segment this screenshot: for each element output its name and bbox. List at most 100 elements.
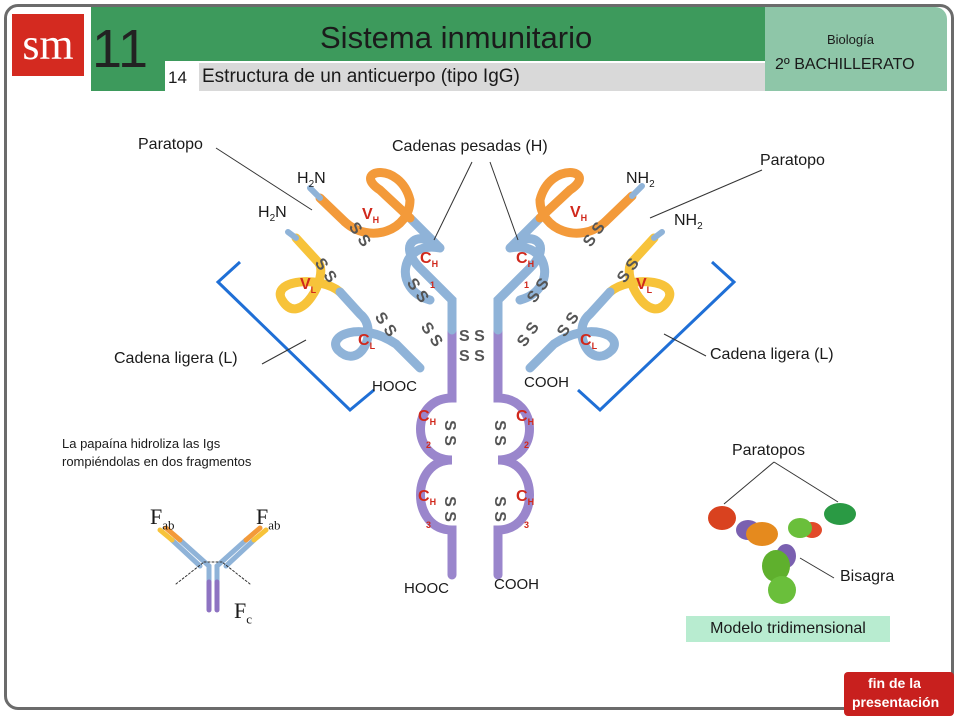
papain-note-line1: La papaína hidroliza las Igs (62, 436, 221, 451)
label-bisagra: Bisagra (840, 568, 895, 585)
sm-logo: sm (12, 14, 84, 76)
label-nh2-heavy: NH2 (626, 170, 655, 191)
light-chain-left-end (285, 229, 299, 241)
model-fc-lower (768, 576, 796, 604)
domain-ch3-left-number: 3 (426, 520, 432, 530)
mini-fab-right-tip2 (251, 527, 269, 543)
heavy-chain-left-upper (405, 213, 457, 335)
domain-vh-right: VH (570, 204, 588, 224)
domain-cl-left: CL (358, 332, 376, 352)
domain-ch2-right: CH (516, 408, 535, 428)
mini-fab-left-tip (163, 525, 183, 543)
section-number-box (165, 63, 199, 91)
paratopos-line-left (723, 461, 775, 505)
label-paratopo-right: Paratopo (760, 152, 825, 169)
domain-ch2-right-number: 2 (524, 440, 530, 450)
ss-bond-ch3-left: S S (440, 496, 458, 522)
light-chain-right-variable (605, 233, 675, 314)
mini-fab-right-heavy (214, 537, 249, 585)
mini-fab-left-light (169, 537, 203, 569)
domain-ch3-right: CH (516, 488, 535, 508)
vh-right-end (629, 183, 645, 199)
model-fab-left-orange (746, 522, 778, 546)
ss-bond-hinge-2: S S (459, 348, 485, 365)
mini-cut-line-right (221, 561, 251, 585)
model-3d (708, 461, 856, 604)
mini-cut-line-left (175, 561, 205, 585)
label-cooh-heavy: COOH (494, 576, 539, 593)
paratopo-right-line (649, 169, 763, 219)
section-bar (165, 61, 765, 91)
mini-fab-right-light (223, 537, 257, 569)
mini-fab-right-tip (243, 525, 263, 543)
label-light-chain-right: Cadena ligera (L) (710, 346, 834, 363)
end-presentation-button[interactable]: fin de la presentación (844, 672, 954, 716)
light-chain-right-bracket (576, 260, 737, 413)
bisagra-line (799, 557, 835, 579)
light-chain-left-variable (275, 233, 345, 314)
heavy-chain-line-right (489, 161, 519, 241)
ch1-left-loop (400, 242, 445, 305)
domain-ch1-left: CH (420, 250, 439, 270)
ss-bond-ch2-right: S S (490, 420, 508, 446)
ch1-right-loop (505, 242, 550, 305)
vh-right-loop (535, 168, 610, 238)
label-heavy-chains: Cadenas pesadas (H) (392, 138, 548, 155)
domain-ch2-left: CH (418, 408, 437, 428)
model-fc-upper (762, 550, 790, 582)
course-label: 2º BACHILLERATO (775, 56, 915, 73)
heavy-chain-right-upper (493, 213, 545, 335)
model-fab-right-green (824, 503, 856, 525)
label-paratopo-left: Paratopo (138, 136, 203, 153)
unit-box (91, 7, 165, 91)
paratopo-left-line (215, 147, 313, 211)
label-hooc-light: HOOC (372, 378, 417, 395)
subject-label: Biología (827, 32, 874, 47)
domain-ch1-left-number: 1 (430, 280, 436, 290)
domain-ch1-right: CH (516, 250, 535, 270)
papain-note-line2: rompiéndolas en dos fragmentos (62, 454, 252, 469)
label-nh2-light: NH2 (674, 212, 703, 233)
light-chain-left-bracket (215, 260, 375, 413)
domain-vh-left: VH (362, 206, 380, 226)
domain-ch1-right-number: 1 (524, 280, 530, 290)
model-caption: Modelo tridimensional (686, 616, 890, 642)
vh-left-tip (315, 193, 350, 227)
end-button-line2: presentación (852, 694, 940, 710)
domain-ch3-left: CH (418, 488, 437, 508)
label-hooc-heavy: HOOC (404, 580, 449, 597)
unit-number: 11 (92, 19, 149, 79)
light-chain-right-line (663, 333, 707, 357)
end-button-line1: fin de la (868, 675, 921, 691)
paratopos-line-right (773, 461, 839, 503)
fc-label: Fc (234, 598, 253, 627)
heavy-chain-right-stem (493, 325, 534, 580)
label-cooh-light: COOH (524, 374, 569, 391)
section-title: Estructura de un anticuerpo (tipo IgG) (202, 66, 520, 87)
fab-label-right: Fab (256, 504, 281, 533)
mini-fab-left-tip2 (157, 527, 175, 543)
model-fab-right-lime (788, 518, 812, 538)
course-box (765, 7, 947, 91)
ss-bond-ch2-left: S S (440, 420, 458, 446)
fab-label-left: Fab (150, 504, 175, 533)
vh-left-loop (340, 168, 415, 238)
light-chain-right-constant (525, 287, 619, 373)
label-h2n-heavy: H2N (297, 170, 326, 191)
title-bar (165, 7, 765, 63)
mini-fab-left-heavy (177, 537, 212, 585)
ss-bond-hinge-1: S S (459, 328, 485, 345)
light-chain-right-end (651, 229, 665, 241)
ss-bond-ch3-right: S S (490, 496, 508, 522)
section-number: 14 (168, 68, 187, 87)
heavy-chain-line-left (433, 161, 473, 241)
model-fab-left-red (708, 506, 736, 530)
domain-vl-left: VL (300, 276, 317, 296)
label-h2n-light: H2N (258, 204, 287, 225)
domain-vl-right: VL (636, 276, 653, 296)
vh-left-end (307, 185, 323, 201)
heavy-chain-left-stem (416, 325, 457, 580)
domain-ch3-right-number: 3 (524, 520, 530, 530)
label-paratopos: Paratopos (732, 442, 805, 459)
domain-ch2-left-number: 2 (426, 440, 432, 450)
